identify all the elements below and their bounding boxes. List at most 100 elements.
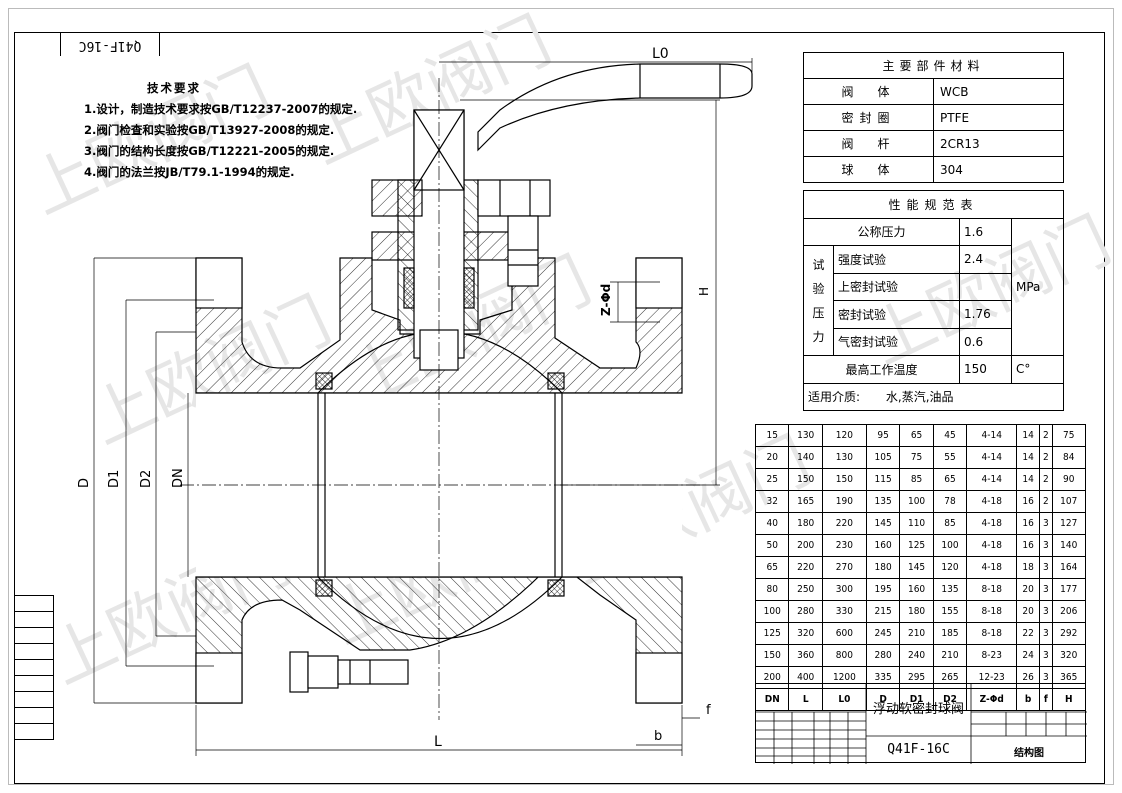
table-cell: 330 [821, 600, 867, 623]
test-pressure-label: 试验压力 [803, 245, 834, 356]
part-material: PTFE [933, 104, 1064, 131]
table-cell: 100 [932, 534, 968, 557]
table-cell: 3 [1039, 556, 1053, 579]
table-cell: 240 [899, 644, 934, 667]
table-header-cell: L0 [821, 688, 867, 711]
table-cell: 14 [1016, 424, 1041, 447]
table-cell: 160 [899, 578, 934, 601]
dim-label-b: b [654, 729, 662, 744]
table-cell: 145 [865, 512, 901, 535]
table-header-cell: H [1051, 688, 1086, 711]
table-cell: 250 [788, 578, 823, 601]
side-strip-cell [14, 691, 54, 707]
dim-label-L0: L0 [652, 46, 669, 62]
table-cell: 15 [754, 424, 790, 447]
side-strip-cell [14, 643, 54, 659]
table-cell: 8-18 [966, 578, 1018, 601]
media-label: 适用介质: [808, 390, 861, 405]
table-cell: 164 [1051, 556, 1086, 579]
table-cell: 600 [821, 622, 867, 645]
table-cell: 80 [754, 578, 790, 601]
table-cell: 200 [788, 534, 823, 557]
performance-spec-table: 性能规范表 公称压力 1.6 MPa 试验压力 强度试验 2.4 上密封试验 密… [803, 190, 1064, 411]
tech-requirement-item: 3.阀门的结构长度按GB/T12221-2005的规定. [84, 144, 335, 158]
table-cell: 190 [821, 490, 867, 513]
side-strip-cell [14, 611, 54, 627]
technical-requirements: 技术要求 1.设计，制造技术要求按GB/T12237-2007的规定. 2.阀门… [84, 78, 414, 183]
max-temp-value: 150 [959, 355, 1012, 384]
table-cell: 206 [1051, 600, 1086, 623]
table-cell: 177 [1051, 578, 1086, 601]
table-cell: 3 [1039, 512, 1053, 535]
table-cell: 3 [1039, 644, 1053, 667]
table-cell: 3 [1039, 534, 1053, 557]
table-cell: 65 [932, 468, 968, 491]
table-cell: 22 [1016, 622, 1041, 645]
table-cell: 100 [754, 600, 790, 623]
table-cell: 125 [899, 534, 934, 557]
table-cell: 185 [932, 622, 968, 645]
table-cell: 195 [865, 578, 901, 601]
test-label: 气密封试验 [833, 327, 960, 356]
table-header-cell: D2 [932, 688, 968, 711]
test-label: 密封试验 [833, 300, 960, 329]
drawing-frame [14, 32, 1105, 784]
product-name: 浮动软密封球阀 [872, 702, 964, 717]
table-cell: 220 [788, 556, 823, 579]
table-cell: 50 [754, 534, 790, 557]
table-cell: 16 [1016, 512, 1041, 535]
side-strip-cell [14, 723, 54, 740]
table-cell: 165 [788, 490, 823, 513]
table-cell: 8-18 [966, 622, 1018, 645]
table-cell: 2 [1039, 468, 1053, 491]
table-cell: 18 [1016, 556, 1041, 579]
table-cell: 3 [1039, 622, 1053, 645]
table-cell: 95 [865, 424, 901, 447]
max-temp-label: 最高工作温度 [803, 355, 960, 384]
tech-requirement-item: 4.阀门的法兰按JB/T79.1-1994的规定. [84, 165, 295, 179]
table-cell: 14 [1016, 468, 1041, 491]
part-name: 球 体 [803, 156, 934, 183]
table-cell: 75 [899, 446, 934, 469]
tech-requirement-item: 1.设计，制造技术要求按GB/T12237-2007的规定. [84, 102, 358, 116]
table-cell: 4-14 [966, 446, 1018, 469]
table-cell: 32 [754, 490, 790, 513]
dim-label-L: L [434, 734, 442, 750]
table-cell: 3 [1039, 578, 1053, 601]
table-cell: 180 [788, 512, 823, 535]
pressure-unit: MPa [1011, 217, 1064, 356]
test-value: 0.6 [959, 327, 1012, 356]
side-strip-cell [14, 707, 54, 723]
table-cell: 210 [899, 622, 934, 645]
part-material: 304 [933, 156, 1064, 183]
table-cell: 2 [1039, 446, 1053, 469]
table-cell: 280 [788, 600, 823, 623]
test-value [959, 272, 1012, 301]
table-cell: 220 [821, 512, 867, 535]
media-value: 水,蒸汽,油品 [885, 390, 954, 405]
nominal-pressure-label: 公称压力 [803, 217, 960, 246]
drawing-type: 结构图 [1014, 748, 1044, 759]
table-cell: 65 [754, 556, 790, 579]
table-cell: 65 [899, 424, 934, 447]
temp-unit: C° [1011, 355, 1064, 384]
dim-label-z-phi-d: Z-Φd [599, 284, 613, 316]
table-cell: 115 [865, 468, 901, 491]
test-value: 2.4 [959, 245, 1012, 274]
title-block-grid [756, 684, 1087, 764]
table-cell: 140 [788, 446, 823, 469]
table-cell: 160 [865, 534, 901, 557]
dim-label-DN: DN [171, 468, 186, 488]
table-cell: 4-14 [966, 468, 1018, 491]
table-cell: 55 [932, 446, 968, 469]
table-cell: 20 [1016, 600, 1041, 623]
